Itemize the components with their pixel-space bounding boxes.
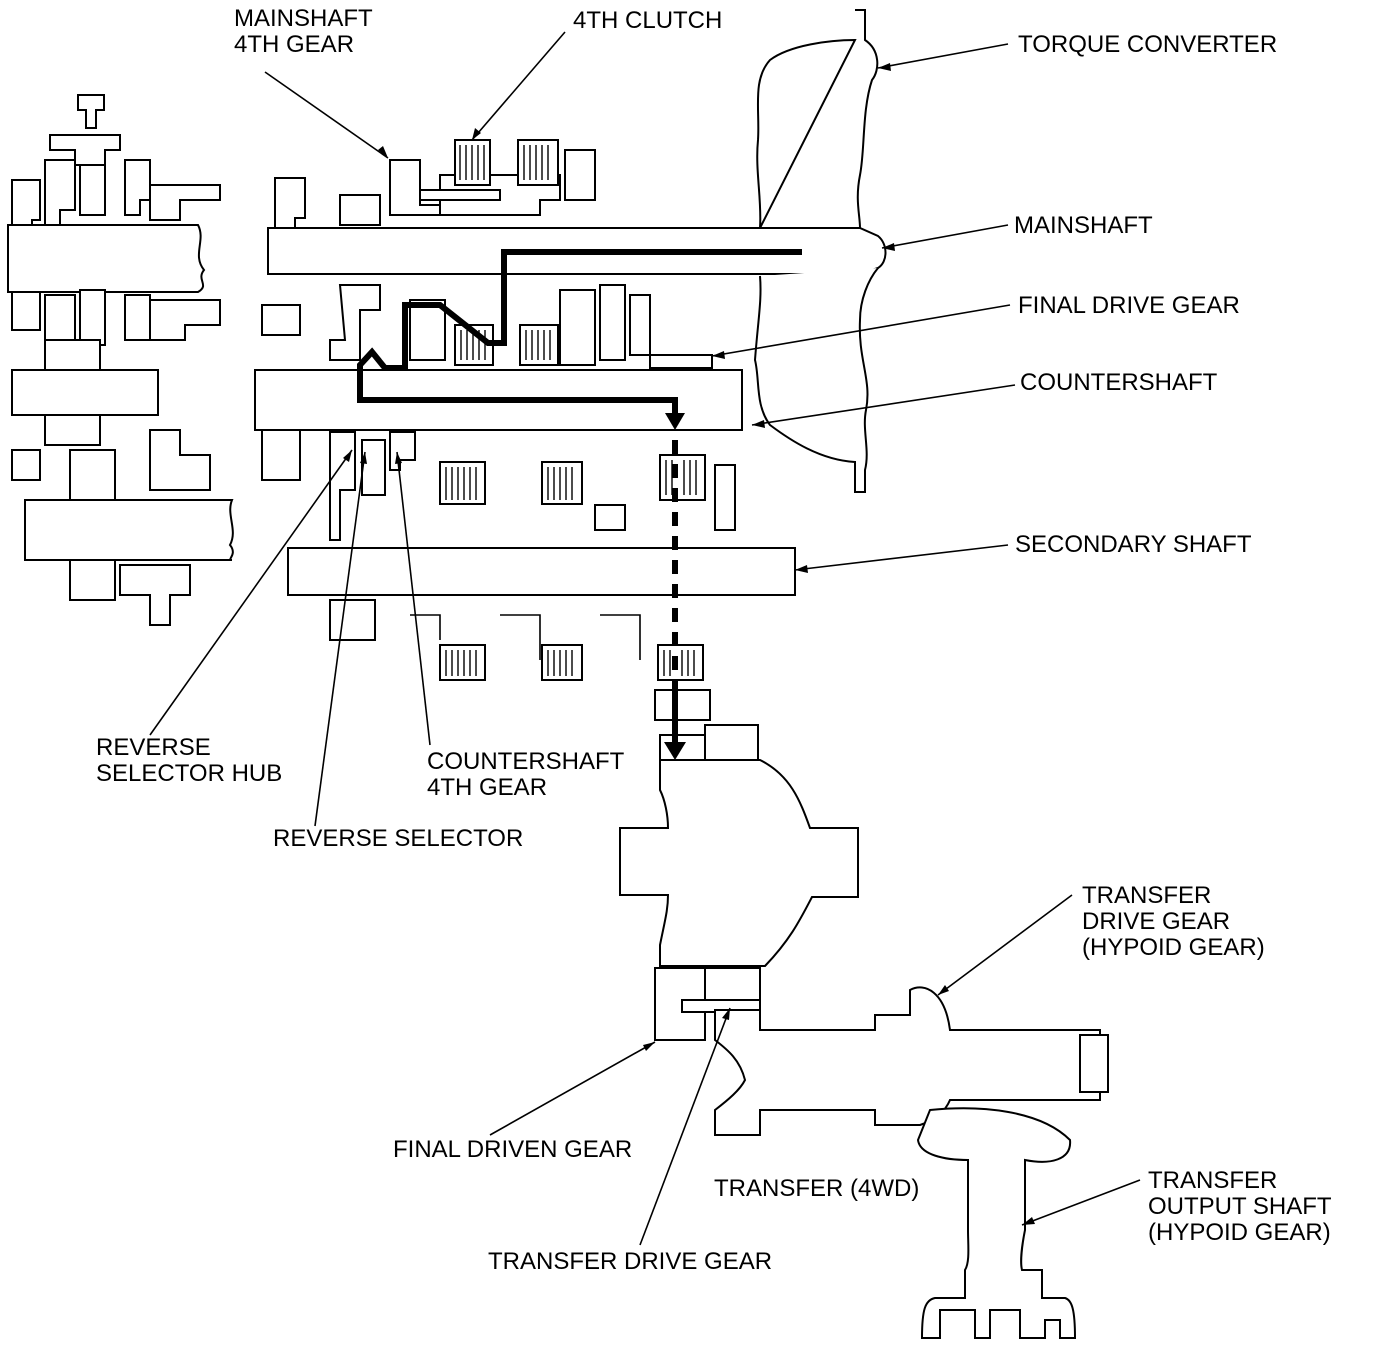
left-shaft-assembly [7,94,234,626]
leader-lines [149,31,1141,1246]
label-final-drive-gear: FINAL DRIVE GEAR [1018,292,1240,319]
label-mainshaft: MAINSHAFT [1014,212,1153,239]
main-case [254,139,887,681]
label-4th-clutch: 4TH CLUTCH [573,7,723,34]
torque-converter [753,9,879,493]
label-secondary-shaft: SECONDARY SHAFT [1015,531,1252,558]
transfer-output-shaft [916,1107,1077,1339]
final-drive-gear [649,354,713,369]
label-transfer-output-shaft: TRANSFER OUTPUT SHAFT (HYPOID GEAR) [1148,1167,1332,1246]
label-countershaft: COUNTERSHAFT [1020,369,1218,396]
label-final-driven-gear: FINAL DRIVEN GEAR [393,1136,633,1163]
transfer-shaft [714,986,1101,1136]
mainshaft-4th-gear [389,159,441,216]
countershaft-4th-gear [389,431,416,471]
transfer-assembly [714,986,1109,1339]
left-lower-shaft [24,499,234,561]
secondary-shaft [287,547,796,596]
label-transfer-drive-gear: TRANSFER DRIVE GEAR [488,1248,773,1275]
final-driven-gear [654,967,706,1041]
label-countershaft-4th-gear: COUNTERSHAFT 4TH GEAR [427,748,625,801]
left-middle-shaft [11,369,159,416]
fourth-clutch-plates [459,145,485,180]
label-transfer-4wd: TRANSFER (4WD) [714,1175,920,1202]
left-upper-shaft [7,224,206,293]
label-reverse-selector-hub: REVERSE SELECTOR HUB [96,734,283,787]
differential [619,689,859,1041]
reverse-selector-part [361,439,386,496]
label-torque-converter: TORQUE CONVERTER [1018,31,1278,58]
power-flow-path [357,249,802,760]
label-transfer-drive-gear-hypoid: TRANSFER DRIVE GEAR (HYPOID GEAR) [1082,882,1265,961]
label-reverse-selector: REVERSE SELECTOR [273,825,524,852]
label-mainshaft-4th-gear: MAINSHAFT 4TH GEAR [234,5,373,58]
